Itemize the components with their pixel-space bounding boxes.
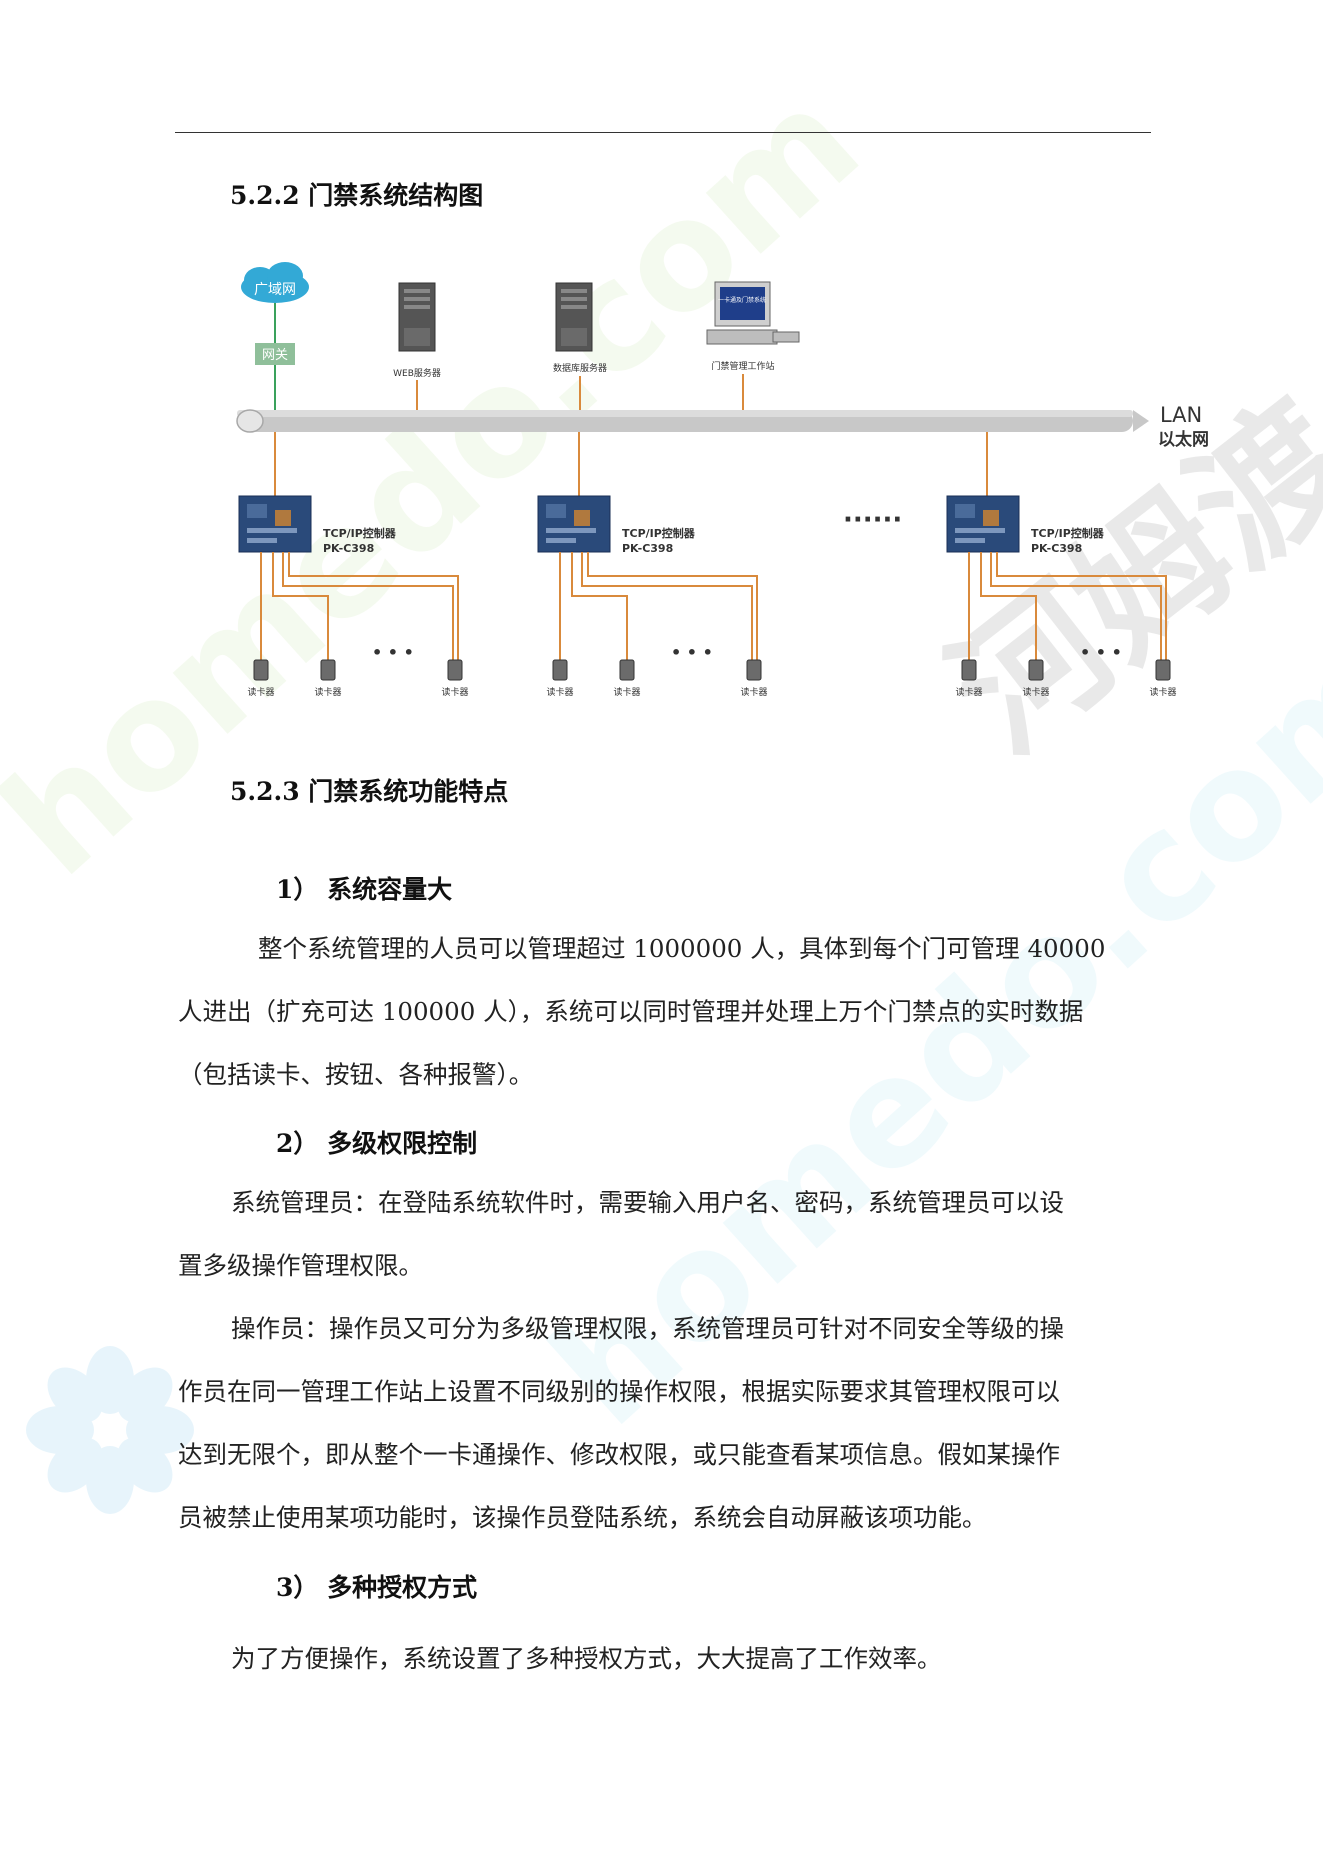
workstation-label: 门禁管理工作站 (711, 360, 774, 372)
card-reader-label: 读卡器 (314, 686, 341, 698)
web-server-icon (398, 282, 436, 352)
paragraph-line: （包括读卡、按钮、各种报警）。 (178, 1060, 534, 1089)
controller-1-wire-4 (288, 552, 459, 660)
header-rule (175, 132, 1151, 133)
watermark-flower-icon (20, 1340, 200, 1520)
controller-2-wire-2 (571, 552, 628, 660)
feature-3-heading: 3） 多种授权方式 (276, 1573, 478, 1602)
paragraph-line: 为了方便操作，系统设置了多种授权方式，大大提高了工作效率。 (231, 1644, 942, 1673)
readers-ellipsis: • • • (372, 643, 414, 662)
lan-label-cn: 以太网 (1158, 429, 1209, 450)
card-reader-label: 读卡器 (740, 686, 767, 698)
lan-bus (236, 409, 1149, 433)
card-reader-label: 读卡器 (441, 686, 468, 698)
database-server-icon (555, 282, 593, 352)
feature-1-paragraph: 整个系统管理的人员可以管理超过 1000000 人，具体到每个门可管理 4000… (178, 917, 1105, 1106)
card-reader-icon (746, 659, 762, 681)
card-reader-icon (1028, 659, 1044, 681)
controller-2-wire-4 (587, 552, 758, 660)
controller-3-wire-2 (980, 552, 1037, 660)
controller-board-1 (238, 495, 312, 553)
controller-1-wire-3 (282, 552, 454, 660)
readers-ellipsis: • • • (1080, 643, 1122, 662)
controller-2-label-line2: PK-C398 (622, 542, 673, 555)
feature-3-paragraph: 为了方便操作，系统设置了多种授权方式，大大提高了工作效率。 (178, 1627, 942, 1690)
controller-3-label-line1: TCP/IP控制器 (1031, 526, 1105, 540)
card-reader-icon (552, 659, 568, 681)
card-reader-label: 读卡器 (1149, 686, 1176, 698)
paragraph-line: 人进出（扩充可达 100000 人），系统可以同时管理并处理上万个门禁点的实时数… (178, 997, 1084, 1026)
access-control-structure-diagram: 广域网 网关 WEB服务器 数据库服务器 (225, 258, 1210, 708)
web-server-label: WEB服务器 (393, 367, 441, 379)
paragraph-line: 员被禁止使用某项功能时，该操作员登陆系统，系统会自动屏蔽该项功能。 (178, 1503, 987, 1532)
controller-1-reader-wires (260, 552, 329, 660)
section-5-2-2-title: 5.2.2 门禁系统结构图 (230, 181, 484, 210)
wan-cloud-icon (241, 262, 309, 303)
card-reader-label: 读卡器 (955, 686, 982, 698)
controller-2-label-line1: TCP/IP控制器 (622, 526, 696, 540)
section-5-2-3-title: 5.2.3 门禁系统功能特点 (230, 777, 509, 806)
controllers-ellipsis: ······ (843, 505, 902, 535)
card-reader-icon (253, 659, 269, 681)
controller-3-label-line2: PK-C398 (1031, 542, 1082, 555)
paragraph-line: 置多级操作管理权限。 (178, 1251, 423, 1280)
workstation-computer-icon (706, 281, 800, 345)
card-reader-label: 读卡器 (1022, 686, 1049, 698)
paragraph-line: 操作员：操作员又可分为多级管理权限，系统管理员可针对不同安全等级的操 (231, 1314, 1064, 1343)
paragraph-line: 达到无限个，即从整个一卡通操作、修改权限，或只能查看某项信息。假如某操作 (178, 1440, 1060, 1469)
controller-2-wire-3 (581, 552, 753, 660)
controller-3-wire-4 (996, 552, 1167, 660)
lan-label: LAN (1160, 403, 1202, 427)
feature-2-paragraph-operator: 操作员：操作员又可分为多级管理权限，系统管理员可针对不同安全等级的操 作员在同一… (178, 1297, 1064, 1549)
card-reader-icon (447, 659, 463, 681)
paragraph-line: 作员在同一管理工作站上设置不同级别的操作权限，根据实际要求其管理权限可以 (178, 1377, 1060, 1406)
gateway-label: 网关 (262, 348, 288, 363)
database-server-label: 数据库服务器 (553, 362, 607, 374)
feature-2-heading: 2） 多级权限控制 (276, 1129, 478, 1158)
controller-3-wire-3 (990, 552, 1162, 660)
paragraph-line: 整个系统管理的人员可以管理超过 1000000 人，具体到每个门可管理 4000… (258, 934, 1106, 963)
gateway-box (255, 343, 295, 365)
readers-ellipsis: • • • (671, 643, 713, 662)
paragraph-line: 系统管理员：在登陆系统软件时，需要输入用户名、密码，系统管理员可以设 (231, 1188, 1064, 1217)
controller-1-label-line2: PK-C398 (323, 542, 374, 555)
feature-1-heading: 1） 系统容量大 (276, 875, 453, 904)
card-reader-label: 读卡器 (546, 686, 573, 698)
workstation-screen-text: 一卡通及门禁系统 (718, 296, 766, 304)
card-reader-icon (320, 659, 336, 681)
card-reader-icon (1155, 659, 1171, 681)
card-reader-label: 读卡器 (247, 686, 274, 698)
wan-label: 广域网 (254, 282, 296, 298)
card-reader-icon (619, 659, 635, 681)
feature-2-paragraph-admin: 系统管理员：在登陆系统软件时，需要输入用户名、密码，系统管理员可以设 置多级操作… (178, 1171, 1064, 1297)
controller-board-3 (946, 495, 1020, 553)
card-reader-label: 读卡器 (613, 686, 640, 698)
card-reader-icon (961, 659, 977, 681)
controller-1-label-line1: TCP/IP控制器 (323, 526, 397, 540)
controller-board-2 (537, 495, 611, 553)
